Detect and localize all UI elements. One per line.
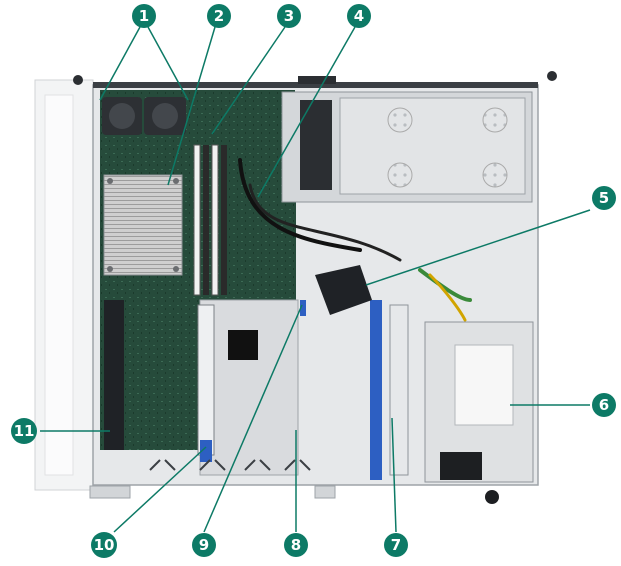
drive-cage <box>281 91 533 203</box>
callout-label-10: 10 <box>94 536 115 554</box>
system-fans <box>102 97 186 135</box>
callout-4: 4 <box>347 4 371 28</box>
callout-label-8: 8 <box>291 536 301 554</box>
callout-9: 9 <box>192 533 216 557</box>
callout-8: 8 <box>284 533 308 557</box>
callout-3: 3 <box>277 4 301 28</box>
callout-label-5: 5 <box>599 189 609 207</box>
front-bezel <box>34 79 94 491</box>
dimm-slots <box>193 144 227 296</box>
callout-label-1: 1 <box>139 7 149 25</box>
leader-line-4 <box>257 26 356 198</box>
callout-label-7: 7 <box>391 536 401 554</box>
callout-label-11: 11 <box>14 422 35 440</box>
callout-1: 1 <box>132 4 156 28</box>
leader-line-10 <box>113 446 207 533</box>
callout-7: 7 <box>384 533 408 557</box>
callout-10: 10 <box>91 532 117 558</box>
leader-line-3 <box>211 26 286 135</box>
callout-label-3: 3 <box>284 7 294 25</box>
leader-line-5 <box>365 209 591 286</box>
callout-11: 11 <box>11 418 37 444</box>
leader-lines <box>40 26 591 533</box>
leader-line-9 <box>203 304 303 533</box>
leader-line-1b <box>147 26 189 101</box>
callout-label-9: 9 <box>199 536 209 554</box>
misc-parts <box>104 265 372 471</box>
callout-5: 5 <box>592 186 616 210</box>
callout-label-4: 4 <box>354 7 364 25</box>
leader-line-2 <box>167 26 216 186</box>
riser-retainer <box>370 300 409 480</box>
internal-cables <box>238 158 472 322</box>
leader-line-1a <box>99 26 141 101</box>
processor-heatsink <box>103 174 183 276</box>
leader-line-7 <box>391 417 397 533</box>
callout-2: 2 <box>207 4 231 28</box>
callout-label-2: 2 <box>214 7 224 25</box>
power-supply <box>424 321 534 504</box>
callout-6: 6 <box>592 393 616 417</box>
callout-label-6: 6 <box>599 396 609 414</box>
riser-cage <box>197 299 299 476</box>
